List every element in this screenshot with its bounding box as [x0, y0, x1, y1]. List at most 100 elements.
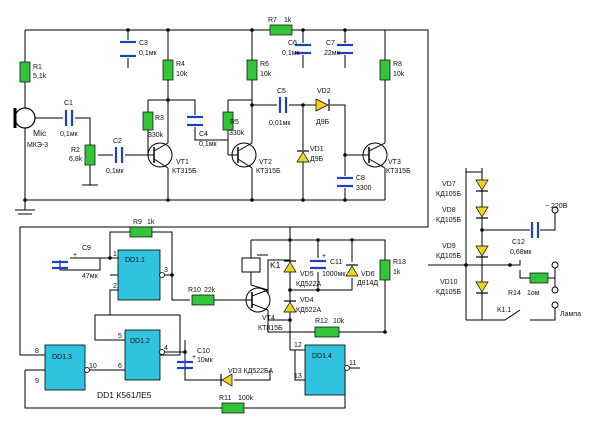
resistor-r1: [19, 61, 31, 83]
vd10-label: VD10: [440, 279, 458, 286]
wires-top: [15, 29, 429, 228]
lamp-label: Лампа: [560, 311, 581, 318]
vd6-label: VD6: [361, 271, 375, 278]
pin-2: 2: [113, 283, 117, 290]
vd8-type: КД105Б: [436, 217, 461, 224]
r11-label: R11: [219, 395, 231, 402]
capacitor-c6: [295, 43, 311, 55]
vd7-type: КД105Б: [436, 191, 461, 198]
k11-label: K1.1: [497, 307, 512, 314]
c3-label: C3: [139, 40, 148, 47]
c2-value: 0,1мк: [106, 168, 125, 175]
r1-label: R1: [33, 64, 42, 71]
diode-vd3: [220, 373, 233, 387]
c8-value: 3300: [356, 185, 372, 192]
transistors: [147, 142, 388, 313]
r10-label: R10: [188, 287, 201, 294]
r8-value: 10k: [393, 71, 405, 78]
capacitor-c8: [337, 176, 353, 188]
r6-label: R6: [260, 61, 269, 68]
r14-value: 1ом: [527, 290, 540, 297]
r3-label: R3: [155, 115, 164, 122]
resistor-r8: [379, 59, 391, 81]
c7-value: 22мк: [324, 50, 341, 57]
diodes: [220, 98, 489, 387]
logic-gates: [44, 249, 350, 396]
diode-vd6: [345, 264, 359, 277]
resistor-r4: [162, 59, 174, 81]
dd14-label: DD1.4: [312, 353, 332, 360]
resistor-r2: [84, 144, 96, 166]
vd1-type: Д9Б: [310, 156, 324, 163]
capacitor-c4: [187, 115, 203, 127]
mains-label: ~ 220В: [545, 203, 568, 210]
lamp-and-switch: [551, 206, 559, 309]
r13-value: 1k: [393, 269, 401, 276]
resistors: [19, 24, 549, 414]
c7-label: C7: [326, 40, 335, 47]
transistor-vt2: [231, 142, 257, 169]
gate-dd1-4: [304, 344, 346, 396]
c11-label: C11: [330, 259, 342, 266]
c9-plus: +: [73, 252, 77, 259]
mic-label: Mic: [33, 128, 47, 138]
r4-value: 10k: [176, 71, 188, 78]
diode-vd1: [296, 150, 310, 163]
junctions: [23, 28, 512, 354]
c12-label: C12: [512, 239, 525, 246]
r5-value: 330k: [229, 130, 245, 137]
diode-vd4: [283, 300, 297, 313]
vd9-type: КД105Б: [436, 253, 461, 260]
k1-label: K1: [270, 260, 281, 270]
wires-bottom: [19, 168, 556, 409]
capacitor-c5: [278, 97, 288, 113]
transistor-vt3: [358, 142, 388, 169]
pin-4: 4: [164, 345, 168, 352]
c11-plus: +: [322, 253, 326, 260]
diode-vd10: [475, 281, 489, 294]
c6-value: 0,1мк: [282, 50, 301, 57]
vd3-label: VD3 КД522БА: [228, 368, 273, 375]
pin-5: 5: [118, 333, 122, 340]
pin-1: 1: [113, 251, 117, 258]
dd12-label: DD1.2: [130, 338, 150, 345]
capacitor-c2: [114, 147, 124, 163]
c4-value: 0,1мк: [199, 141, 218, 148]
pin-13: 13: [294, 373, 302, 380]
c5-value: 0,01мк: [269, 120, 291, 127]
vd2-label: VD2: [317, 88, 331, 95]
r6-value: 10k: [260, 71, 272, 78]
c9-value: 47мк: [82, 273, 99, 280]
vd5-label: VD5: [300, 271, 314, 278]
pin-12: 12: [294, 342, 302, 349]
transistor-vt4: [245, 287, 271, 313]
capacitor-c1: [64, 110, 74, 126]
r5-label: R5: [230, 119, 239, 126]
r12-value: 10k: [333, 318, 345, 325]
vd4-label: VD4: [300, 297, 314, 304]
c6-label: C6: [288, 40, 297, 47]
gate-dd1-1: [117, 249, 161, 301]
resistor-r14: [529, 272, 549, 284]
pin-6: 6: [118, 363, 122, 370]
c11-value: 1000мк: [322, 271, 346, 278]
resistor-r7: [269, 24, 293, 36]
resistor-r3: [142, 111, 154, 131]
vd6-type: Д814Д: [357, 280, 378, 287]
vt3-type: КТ315Б: [386, 168, 411, 175]
mic-type: МКЭ-3: [27, 142, 48, 149]
c10-label: C10: [197, 348, 210, 355]
c1-value: 0,1мк: [60, 131, 79, 138]
vd10-type: КД105Б: [436, 289, 461, 296]
vd2-type: Д9Б: [316, 119, 330, 126]
vt2-label: VT2: [259, 159, 272, 166]
pin-10: 10: [89, 363, 97, 370]
c5-label: C5: [277, 88, 286, 95]
c10-value: 10мк: [197, 357, 214, 364]
r7-label: R7: [268, 17, 277, 24]
r3-value: 330k: [148, 132, 164, 139]
vt2-type: КТ315Б: [256, 168, 281, 175]
capacitor-c7: [337, 43, 353, 55]
diode-vd8: [475, 206, 489, 219]
diode-vd2: [315, 98, 330, 112]
